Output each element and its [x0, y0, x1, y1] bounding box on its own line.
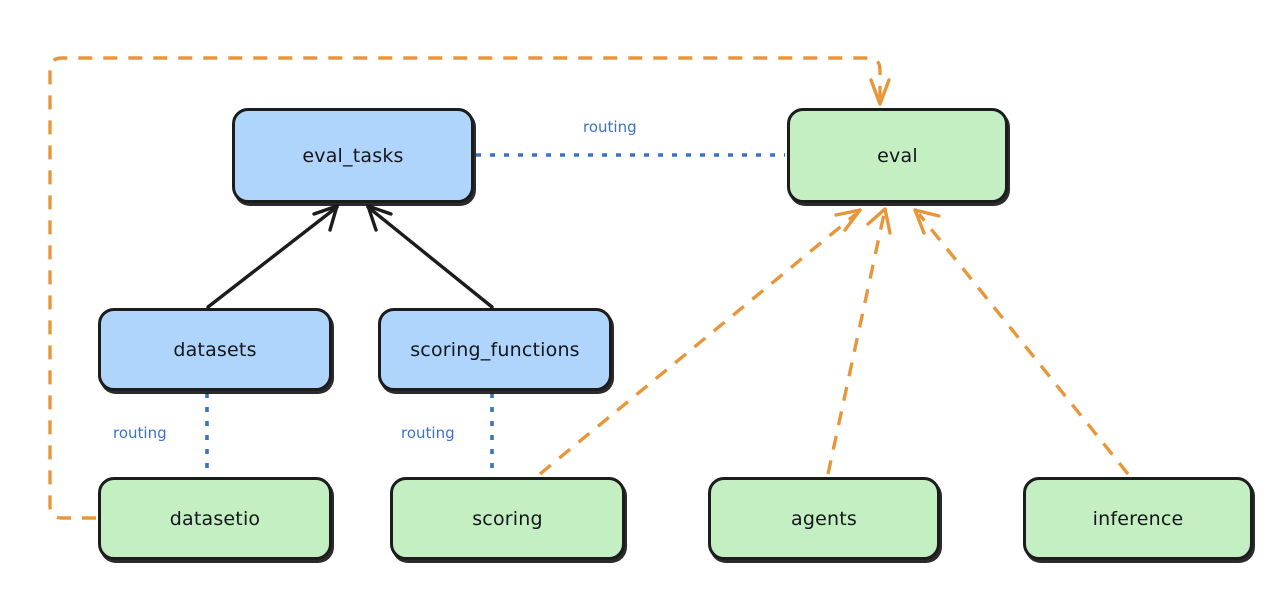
node-datasets[interactable]: datasets — [98, 308, 332, 391]
edge-label-routing-scoring-functions-scoring: routing — [398, 424, 458, 442]
node-agents[interactable]: agents — [708, 477, 940, 560]
edge-scoring-functions-to-eval-tasks — [366, 204, 494, 309]
edge-inference-to-eval-dep — [913, 208, 1130, 476]
edge-datasetio-to-eval-dep — [48, 56, 891, 520]
node-scoring[interactable]: scoring — [390, 477, 625, 560]
edge-datasets-to-eval-tasks — [206, 204, 339, 309]
node-label: inference — [1092, 507, 1184, 530]
edge-label-routing-eval-tasks-eval: routing — [580, 118, 640, 136]
edge-label-routing-datasets-datasetio: routing — [110, 424, 170, 442]
node-inference[interactable]: inference — [1023, 477, 1253, 560]
node-label: eval_tasks — [302, 144, 404, 167]
node-eval-tasks[interactable]: eval_tasks — [232, 108, 474, 203]
edge-scoring-to-eval-dep — [538, 208, 862, 476]
edge-agents-to-eval-dep — [826, 207, 892, 475]
node-label: agents — [791, 507, 857, 530]
node-scoring-functions[interactable]: scoring_functions — [378, 308, 612, 391]
node-eval[interactable]: eval — [787, 108, 1008, 203]
node-label: datasets — [173, 338, 257, 361]
node-label: eval — [877, 144, 918, 167]
node-label: scoring — [472, 507, 543, 530]
node-label: scoring_functions — [410, 338, 580, 361]
node-datasetio[interactable]: datasetio — [98, 477, 332, 560]
node-label: datasetio — [169, 507, 261, 530]
